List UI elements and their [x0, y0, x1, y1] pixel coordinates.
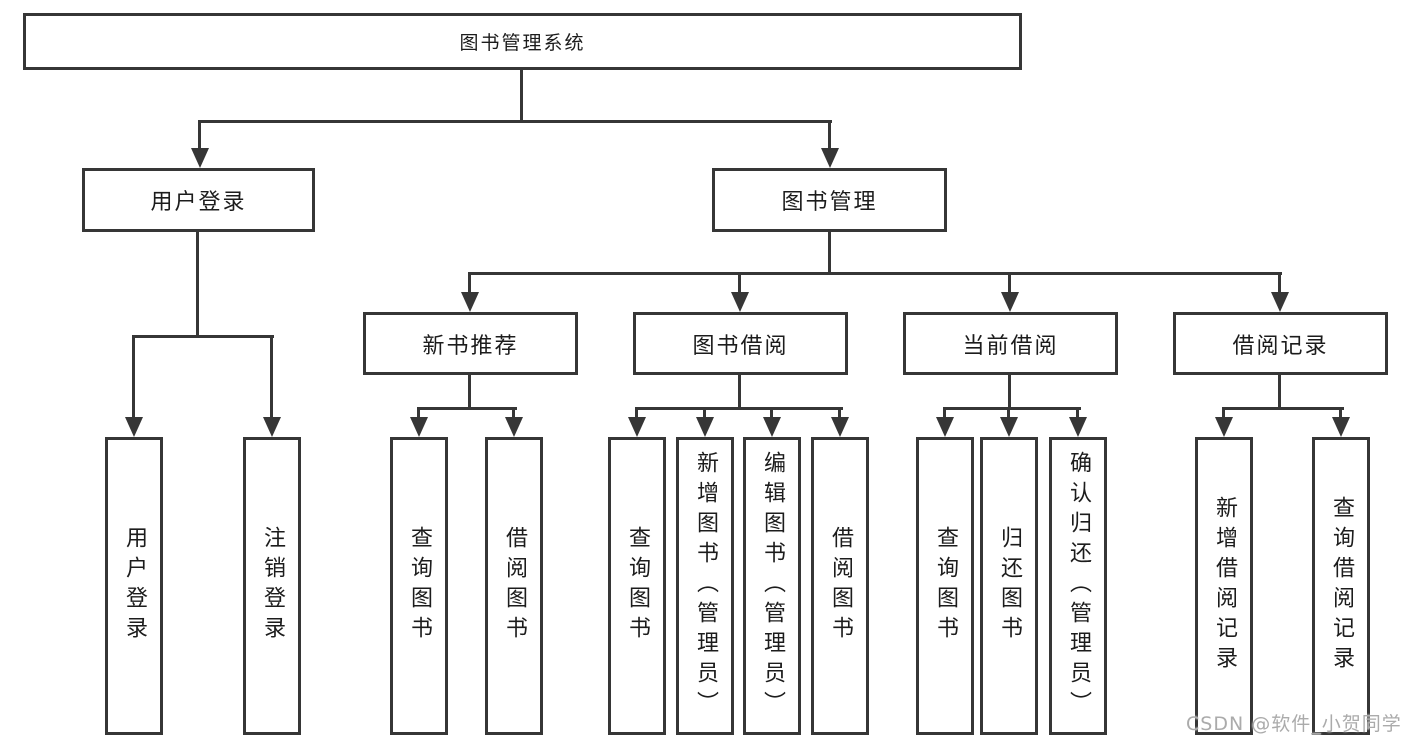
node-current-borrow: 当前借阅 [903, 312, 1118, 375]
arrowhead-down [1332, 417, 1350, 437]
leaf-current-return-label: 归还图书 [997, 526, 1022, 646]
connector-branch [1222, 407, 1344, 410]
connector-branch [417, 407, 517, 410]
arrowhead-down [1001, 292, 1019, 312]
connector-branch [635, 407, 843, 410]
connector-stub [738, 272, 741, 294]
leaf-user-login: 用户登录 [105, 437, 163, 735]
node-book-borrow-label: 图书借阅 [692, 333, 789, 359]
leaf-current-query: 查询图书 [916, 437, 974, 735]
arrowhead-down [410, 417, 428, 437]
connector-stub [838, 407, 841, 421]
leaf-newbook-borrow: 借阅图书 [485, 437, 543, 735]
connector-stub [1007, 407, 1010, 421]
arrowhead-down [831, 417, 849, 437]
leaf-current-confirm-admin-label: 确认归还（管理员） [1066, 451, 1091, 721]
arrowhead-down [763, 417, 781, 437]
leaf-borrow-edit-admin-label: 编辑图书（管理员） [760, 451, 785, 721]
connector-stub [703, 407, 706, 421]
node-current-borrow-label: 当前借阅 [962, 333, 1059, 359]
leaf-newbook-query: 查询图书 [390, 437, 448, 735]
leaf-records-add-label: 新增借阅记录 [1212, 496, 1237, 676]
connector-branch [943, 407, 1081, 410]
arrowhead-down [1271, 292, 1289, 312]
leaf-records-query: 查询借阅记录 [1312, 437, 1370, 735]
arrowhead-down [936, 417, 954, 437]
leaf-borrow-borrow-label: 借阅图书 [828, 526, 853, 646]
arrowhead-down [1215, 417, 1233, 437]
connector-stub [1222, 407, 1225, 421]
arrowhead-down [628, 417, 646, 437]
arrowhead-down [731, 292, 749, 312]
connector-stub [828, 120, 831, 150]
csdn-watermark: CSDN @软件_小贺同学 [1186, 713, 1402, 735]
connector-stub [468, 375, 471, 407]
connector-root-branch [198, 120, 832, 123]
arrowhead-down [696, 417, 714, 437]
arrowhead-down [505, 417, 523, 437]
node-borrow-records-label: 借阅记录 [1232, 333, 1329, 359]
connector-stub [270, 335, 273, 419]
node-borrow-records: 借阅记录 [1173, 312, 1388, 375]
leaf-borrow-query: 查询图书 [608, 437, 666, 735]
node-new-book-recommend: 新书推荐 [363, 312, 578, 375]
leaf-newbook-borrow-label: 借阅图书 [502, 526, 527, 646]
connector-branch [132, 335, 274, 338]
leaf-borrow-borrow: 借阅图书 [811, 437, 869, 735]
connector-stub [635, 407, 638, 421]
arrowhead-down [1000, 417, 1018, 437]
leaf-records-add: 新增借阅记录 [1195, 437, 1253, 735]
leaf-borrow-add-admin: 新增图书（管理员） [676, 437, 734, 735]
leaf-logout-label: 注销登录 [260, 526, 285, 646]
connector-stub [828, 232, 831, 272]
arrowhead-down [191, 148, 209, 168]
leaf-logout: 注销登录 [243, 437, 301, 735]
connector-stub [1008, 272, 1011, 294]
leaf-borrow-query-label: 查询图书 [625, 526, 650, 646]
arrowhead-down [263, 417, 281, 437]
leaf-borrow-edit-admin: 编辑图书（管理员） [743, 437, 801, 735]
node-user-login: 用户登录 [82, 168, 315, 232]
leaf-borrow-add-admin-label: 新增图书（管理员） [693, 451, 718, 721]
connector-stub [1278, 375, 1281, 407]
connector-stub [1278, 272, 1281, 294]
connector-stub [738, 375, 741, 407]
arrowhead-down [1069, 417, 1087, 437]
connector-stub [1339, 407, 1342, 421]
connector-root-stub [520, 70, 523, 122]
leaf-current-query-label: 查询图书 [933, 526, 958, 646]
connector-branch [468, 272, 1282, 275]
node-new-book-recommend-label: 新书推荐 [422, 333, 519, 359]
leaf-user-login-label: 用户登录 [122, 526, 147, 646]
connector-stub [512, 407, 515, 421]
node-book-management: 图书管理 [712, 168, 947, 232]
arrowhead-down [821, 148, 839, 168]
leaf-current-confirm-admin: 确认归还（管理员） [1049, 437, 1107, 735]
connector-stub [198, 120, 201, 150]
arrowhead-down [125, 417, 143, 437]
leaf-newbook-query-label: 查询图书 [407, 526, 432, 646]
connector-stub [943, 407, 946, 421]
node-root: 图书管理系统 [23, 13, 1022, 70]
connector-stub [1076, 407, 1079, 421]
connector-stub [1008, 375, 1011, 407]
leaf-current-return: 归还图书 [980, 437, 1038, 735]
arrowhead-down [461, 292, 479, 312]
connector-stub [468, 272, 471, 294]
connector-stub [132, 335, 135, 419]
connector-stub [196, 232, 199, 335]
node-book-management-label: 图书管理 [781, 190, 878, 215]
leaf-records-query-label: 查询借阅记录 [1329, 496, 1354, 676]
node-root-label: 图书管理系统 [459, 32, 586, 54]
node-book-borrow: 图书借阅 [633, 312, 848, 375]
connector-stub [770, 407, 773, 421]
node-user-login-label: 用户登录 [150, 190, 247, 215]
connector-stub [417, 407, 420, 421]
